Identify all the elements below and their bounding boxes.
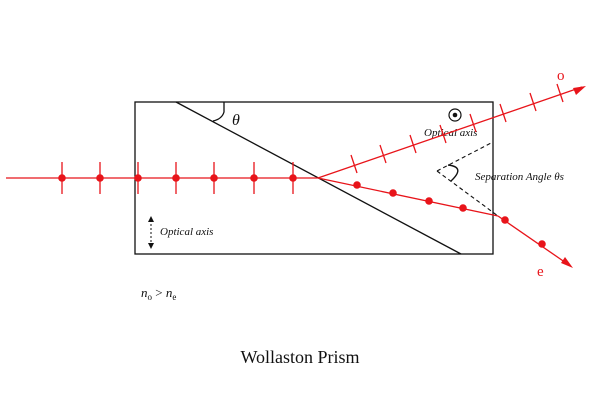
double-arrow-vertical-icon (148, 216, 154, 249)
diagram-title: Wollaston Prism (240, 347, 359, 367)
index-n-o: n (141, 285, 148, 300)
ordinary-ray-ticks (350, 83, 564, 174)
index-greater-than: > (152, 285, 166, 300)
index-sub-e: e (172, 292, 176, 302)
extraordinary-ray-exit (497, 215, 570, 266)
index-sub-o: o (148, 292, 153, 302)
e-ray-label: e (537, 264, 544, 280)
index-relation: no > ne (141, 285, 176, 302)
ordinary-ray-arrowhead (573, 86, 586, 95)
optical-axis-bottom-label: Optical axis (160, 226, 213, 238)
separation-angle-label: Separation Angle θs (475, 171, 564, 183)
separation-dashed-upper (436, 141, 494, 172)
extraordinary-ray (317, 177, 499, 217)
optical-axis-top-label: Optical axis (424, 127, 477, 139)
theta-angle-arc (212, 102, 225, 122)
theta-label: θ (232, 112, 240, 129)
index-n-e: n (166, 285, 173, 300)
incident-ray-dots (58, 174, 297, 182)
o-ray-label: o (557, 68, 565, 84)
separation-dashed-lower (436, 170, 499, 217)
separation-angle-arc (447, 164, 459, 182)
extraordinary-ray-arrowhead (561, 257, 573, 268)
extraordinary-ray-dots (353, 181, 546, 248)
dot-in-circle-icon (448, 108, 462, 122)
ordinary-ray (317, 86, 583, 179)
